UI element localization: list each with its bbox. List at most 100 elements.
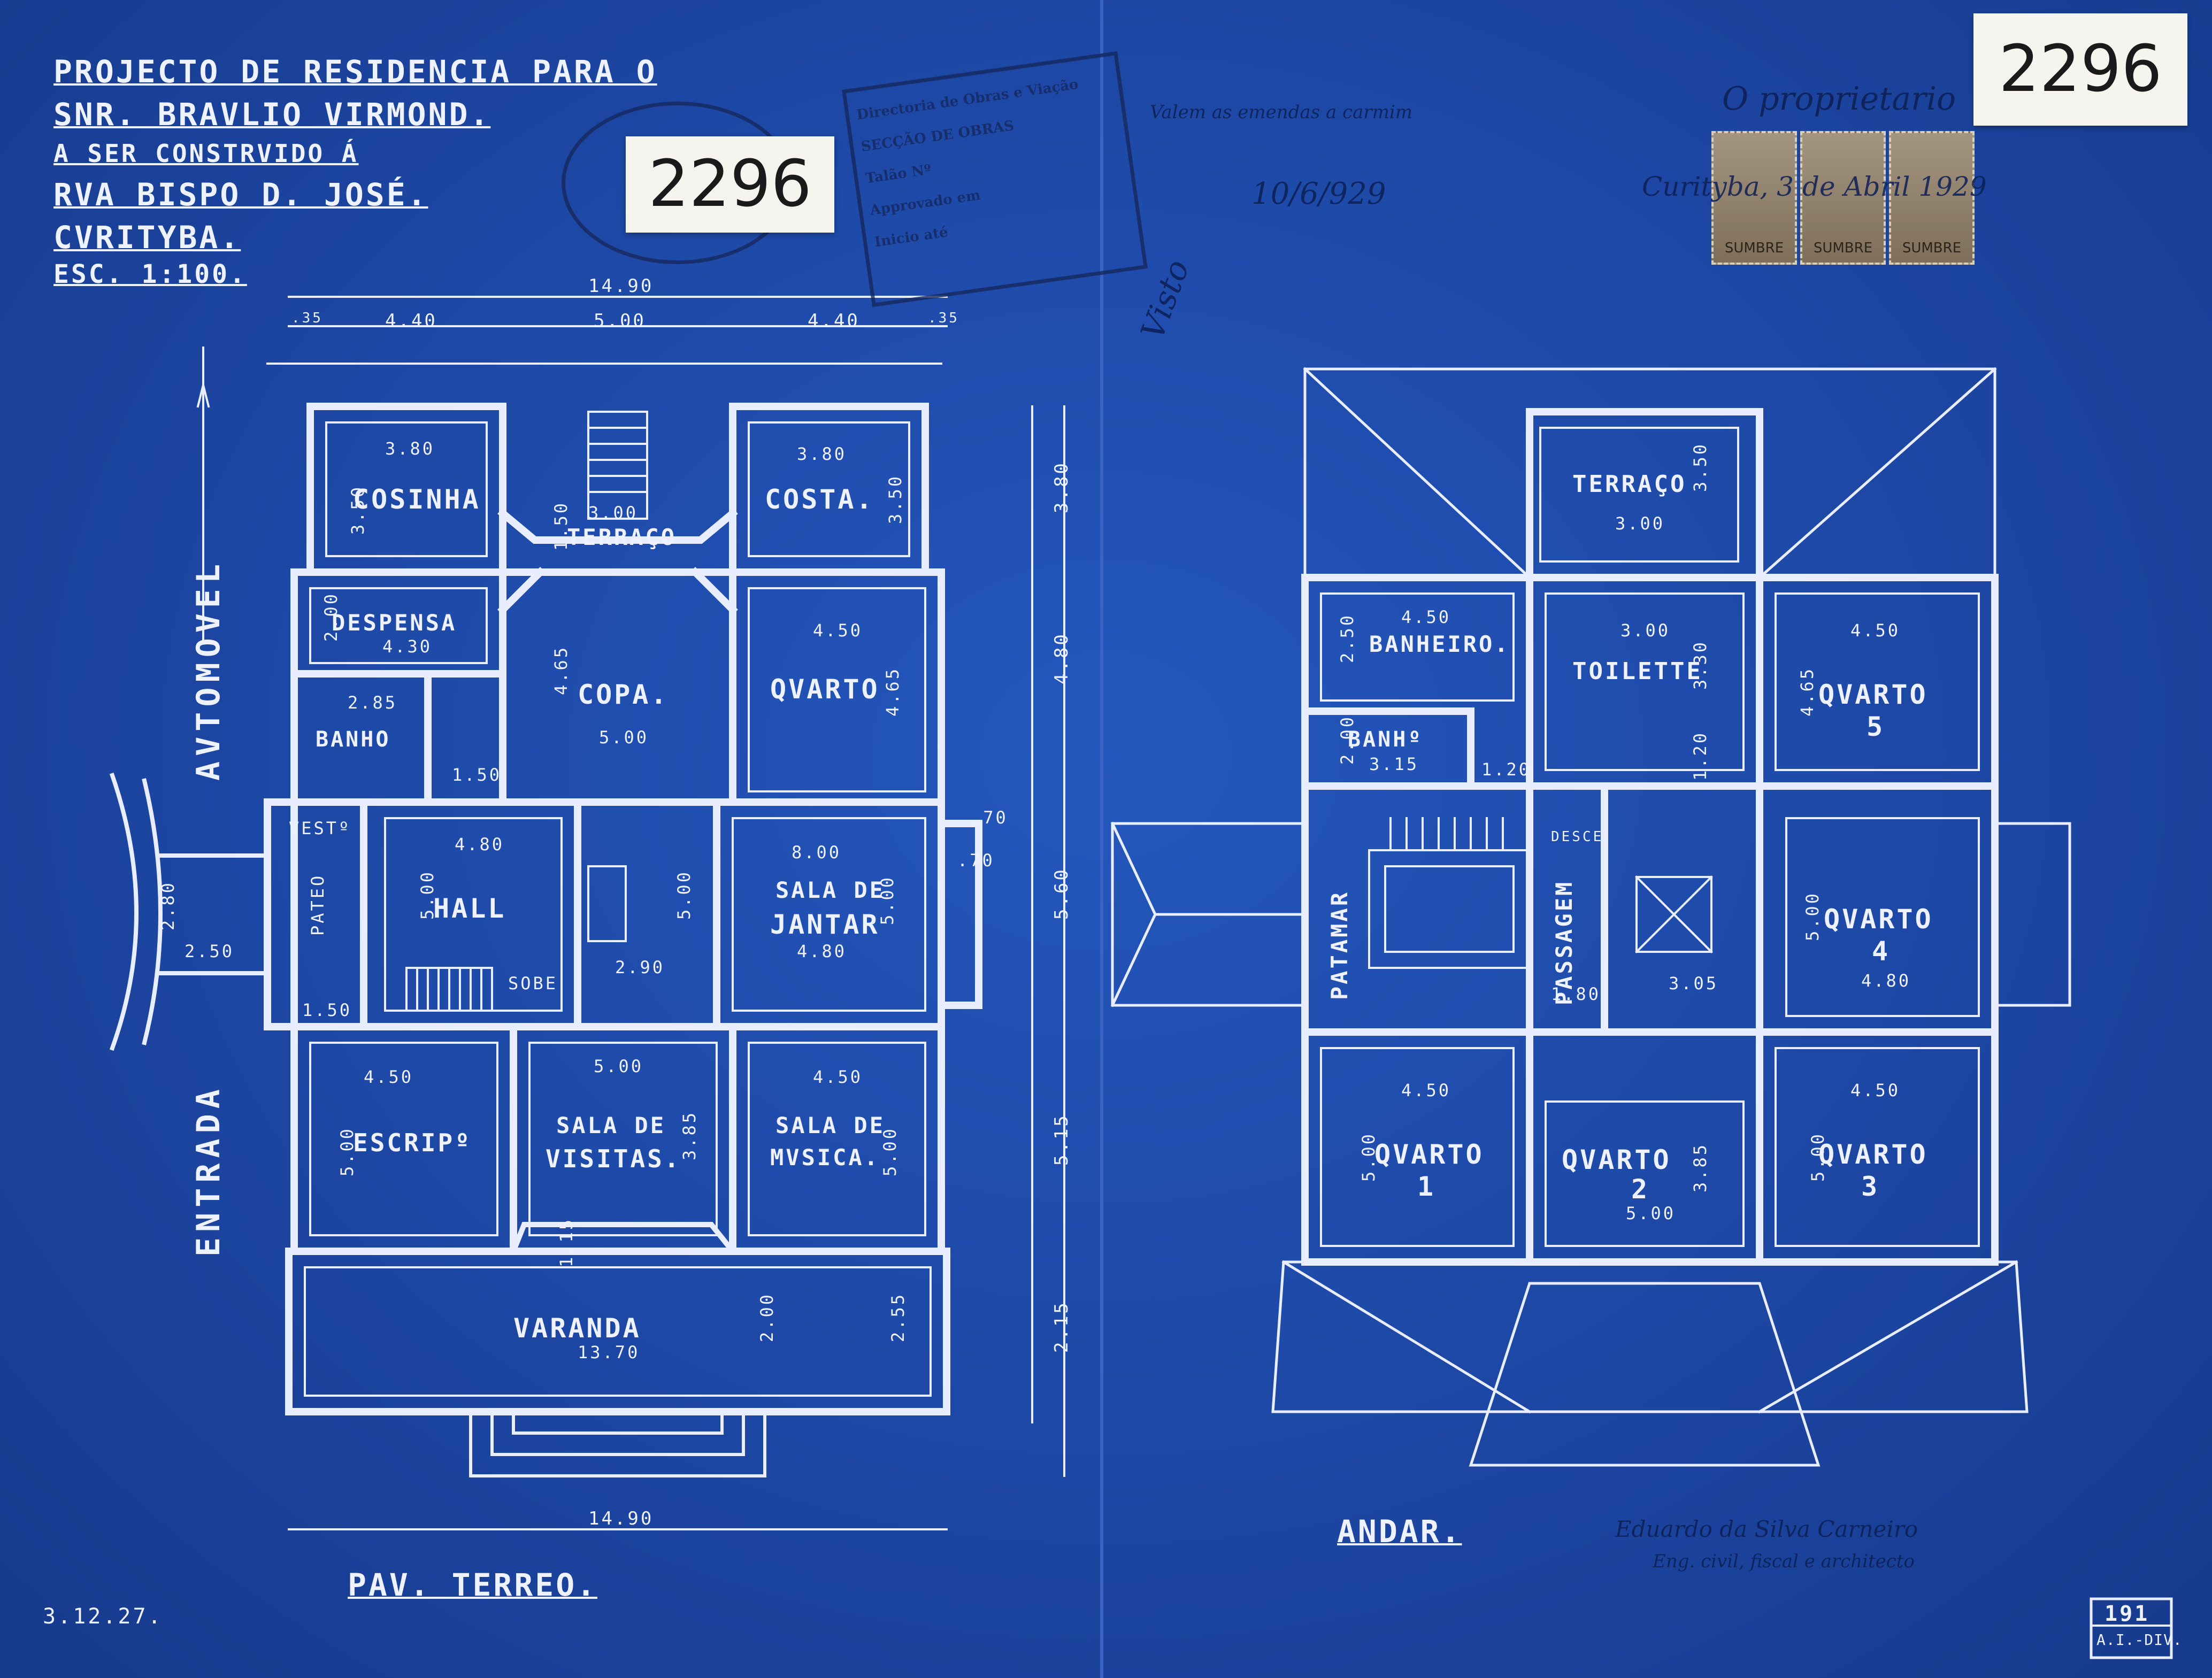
sheet-number-box xyxy=(2090,1597,2173,1659)
gf-room-despensa: DESPENSA xyxy=(332,610,457,636)
gf-entrance-path xyxy=(109,772,270,1051)
gf-dim-varanda-h1: 2.00 xyxy=(757,1292,777,1342)
gf-room-varanda: VARANDA xyxy=(513,1313,641,1344)
uf-dim-q4-h: 5.00 xyxy=(1802,891,1823,941)
handwritten-approval-date: 10/6/929 xyxy=(1251,176,1386,211)
uf-caption: ANDAR. xyxy=(1337,1513,1462,1550)
handwritten-owner-date: Curityba, 3 de Abril 1929 xyxy=(1642,171,1987,202)
title-line-5: CVRITYBA. xyxy=(53,219,241,256)
gf-dim-seg-440a: 4.40 xyxy=(385,310,437,332)
gf-steps xyxy=(469,1410,766,1477)
gf-dim-varanda-h2: 2.55 xyxy=(888,1292,908,1342)
gf-room-sala-jantar-1: SALA DE xyxy=(775,877,886,903)
approval-stamp: Directoria de Obras e Viação SECÇÃO DE O… xyxy=(841,51,1148,307)
gf-dim-seg-35a: .35 xyxy=(291,310,323,326)
uf-dim-banho-h: 2.00 xyxy=(1337,714,1357,765)
gf-dim-seg-440b: 4.40 xyxy=(808,310,860,332)
sheet-number: 191 xyxy=(2105,1602,2150,1626)
gf-room-sala-jantar-2: JANTAR xyxy=(770,909,880,940)
gf-dim-copa-h: 4.65 xyxy=(551,645,571,695)
gf-dim-varanda-len: 13.70 xyxy=(578,1342,640,1363)
uf-room-quarto2-number: 2 xyxy=(1631,1174,1650,1205)
uf-room-quarto3: QVARTO xyxy=(1818,1139,1928,1170)
gf-room-costura: COSTA. xyxy=(765,484,874,515)
uf-dim-terraco-h: 3.50 xyxy=(1690,442,1710,492)
gf-dim-entrada-w: 2.50 xyxy=(185,941,235,961)
uf-room-quarto4: QVARTO xyxy=(1824,904,1933,935)
gf-dim-right-1: 3.80 xyxy=(1051,461,1072,513)
uf-dim-pass-w: 1.80 xyxy=(1551,984,1601,1004)
gf-room-sala-musica-2: MVSICA. xyxy=(770,1144,880,1171)
gf-dim-closet: 1.50 xyxy=(452,765,502,785)
gf-room-terraco: TERRAÇO xyxy=(567,524,677,550)
gf-dim-hall-h: 5.00 xyxy=(417,869,437,920)
gf-varanda-walls xyxy=(285,1248,950,1415)
uf-room-quarto3-number: 3 xyxy=(1861,1171,1880,1202)
gf-dim-terraco-w: 3.00 xyxy=(588,503,639,523)
sheet-division: A.I.-DIV. xyxy=(2096,1631,2183,1649)
gf-dim-cosinha-h: 3.50 xyxy=(348,484,368,535)
uf-room-patamar: PATAMAR xyxy=(1326,890,1353,1000)
uf-room-quarto1: QVARTO xyxy=(1374,1139,1484,1170)
gf-dim-musica-w: 4.50 xyxy=(813,1067,863,1087)
gf-dim-jantar-w2: 4.80 xyxy=(797,941,847,961)
uf-dim-terraco-w: 3.00 xyxy=(1615,513,1665,534)
uf-room-quarto2: QVARTO xyxy=(1562,1144,1671,1175)
uf-dim-q2-w: 5.00 xyxy=(1626,1203,1676,1223)
gf-room-sala-visitas-1: SALA DE xyxy=(556,1112,666,1138)
gf-dim-seg-500: 5.00 xyxy=(594,310,646,332)
gf-dim-seg-35b: .35 xyxy=(928,310,959,326)
revenue-stamps: SUMBRE SUMBRE SUMBRE xyxy=(1711,131,1975,265)
title-line-3: A SER CONSTRVIDO Á xyxy=(53,139,359,168)
upper-floor-plan xyxy=(1301,408,1999,1266)
upper-floor-roof xyxy=(1110,367,2071,1467)
gf-dim-lav-w: 2.90 xyxy=(615,957,665,977)
gf-dim-banho: 2.85 xyxy=(348,692,398,713)
uf-dim-banho-extra: 1.20 xyxy=(1481,759,1532,780)
drawing-date: 3.12.27. xyxy=(43,1604,163,1629)
gf-dim-jantar-w: 8.00 xyxy=(792,842,842,863)
gf-dim-right-2: 4.80 xyxy=(1051,632,1072,684)
gf-dim-pateo-w: 1.50 xyxy=(302,1000,352,1020)
gf-room-banho: BANHO xyxy=(316,727,391,752)
side-label-entrada: ENTRADA xyxy=(190,1084,227,1257)
uf-room-quarto5: QVARTO xyxy=(1818,679,1928,710)
gf-caption: PAV. TERREO. xyxy=(348,1567,598,1603)
gf-room-quarto: QVARTO xyxy=(770,674,880,705)
gf-dim-visitas-h: 3.85 xyxy=(679,1110,700,1160)
gf-dim-costura-h: 3.50 xyxy=(885,474,905,524)
gf-room-hall: HALL xyxy=(433,893,506,924)
gf-dim-quarto-h: 4.65 xyxy=(882,666,903,717)
gf-dim-musica-h: 5.00 xyxy=(880,1126,900,1176)
title-line-1: PROJECTO DE RESIDENCIA PARA O xyxy=(53,53,657,90)
gf-dim-escr-h: 5.00 xyxy=(337,1126,357,1176)
handwritten-approval-note: Valem as emendas a carmim xyxy=(1150,102,1412,123)
title-line-2: SNR. BRAVLIO VIRMOND. xyxy=(53,96,491,133)
uf-dim-toilette-w: 3.00 xyxy=(1620,620,1671,641)
uf-dim-q5-w: 4.50 xyxy=(1850,620,1901,641)
uf-dim-hall-w: 3.05 xyxy=(1669,973,1719,994)
gf-room-vest: VESTº xyxy=(289,818,351,838)
gf-dim-stair: 1.15 xyxy=(556,1217,577,1267)
gf-dim-despensa-w: 4.30 xyxy=(382,636,433,657)
gf-dim-copa-w: 5.00 xyxy=(599,727,649,748)
uf-dim-q2-h: 3.85 xyxy=(1690,1142,1710,1192)
gf-dim-bay-1: .70 xyxy=(971,807,1008,828)
gf-room-copa: COPA. xyxy=(578,679,669,710)
ground-floor-plan xyxy=(264,403,982,1477)
gf-room-escriptorio: ESCRIPº xyxy=(353,1128,472,1157)
gf-dim-hall-w: 4.80 xyxy=(455,834,505,855)
gf-dim-right-5: 2.15 xyxy=(1051,1300,1072,1353)
gf-room-cosinha: COSINHA xyxy=(353,484,481,515)
uf-dim-q3-w: 4.50 xyxy=(1850,1080,1901,1100)
revenue-stamp-1: SUMBRE xyxy=(1711,131,1797,265)
title-line-4: RVA BISPO D. JOSÉ. xyxy=(53,176,428,213)
uf-dim-toilette-h: 3.30 xyxy=(1690,640,1710,690)
uf-room-quarto4-number: 4 xyxy=(1872,936,1891,967)
gf-stair-sobe: SOBE xyxy=(508,973,558,994)
uf-dim-banheiro-w: 4.50 xyxy=(1401,607,1451,627)
gf-dim-despensa-h: 2.00 xyxy=(321,591,341,642)
gf-dim-lav-h: 5.00 xyxy=(674,869,694,920)
